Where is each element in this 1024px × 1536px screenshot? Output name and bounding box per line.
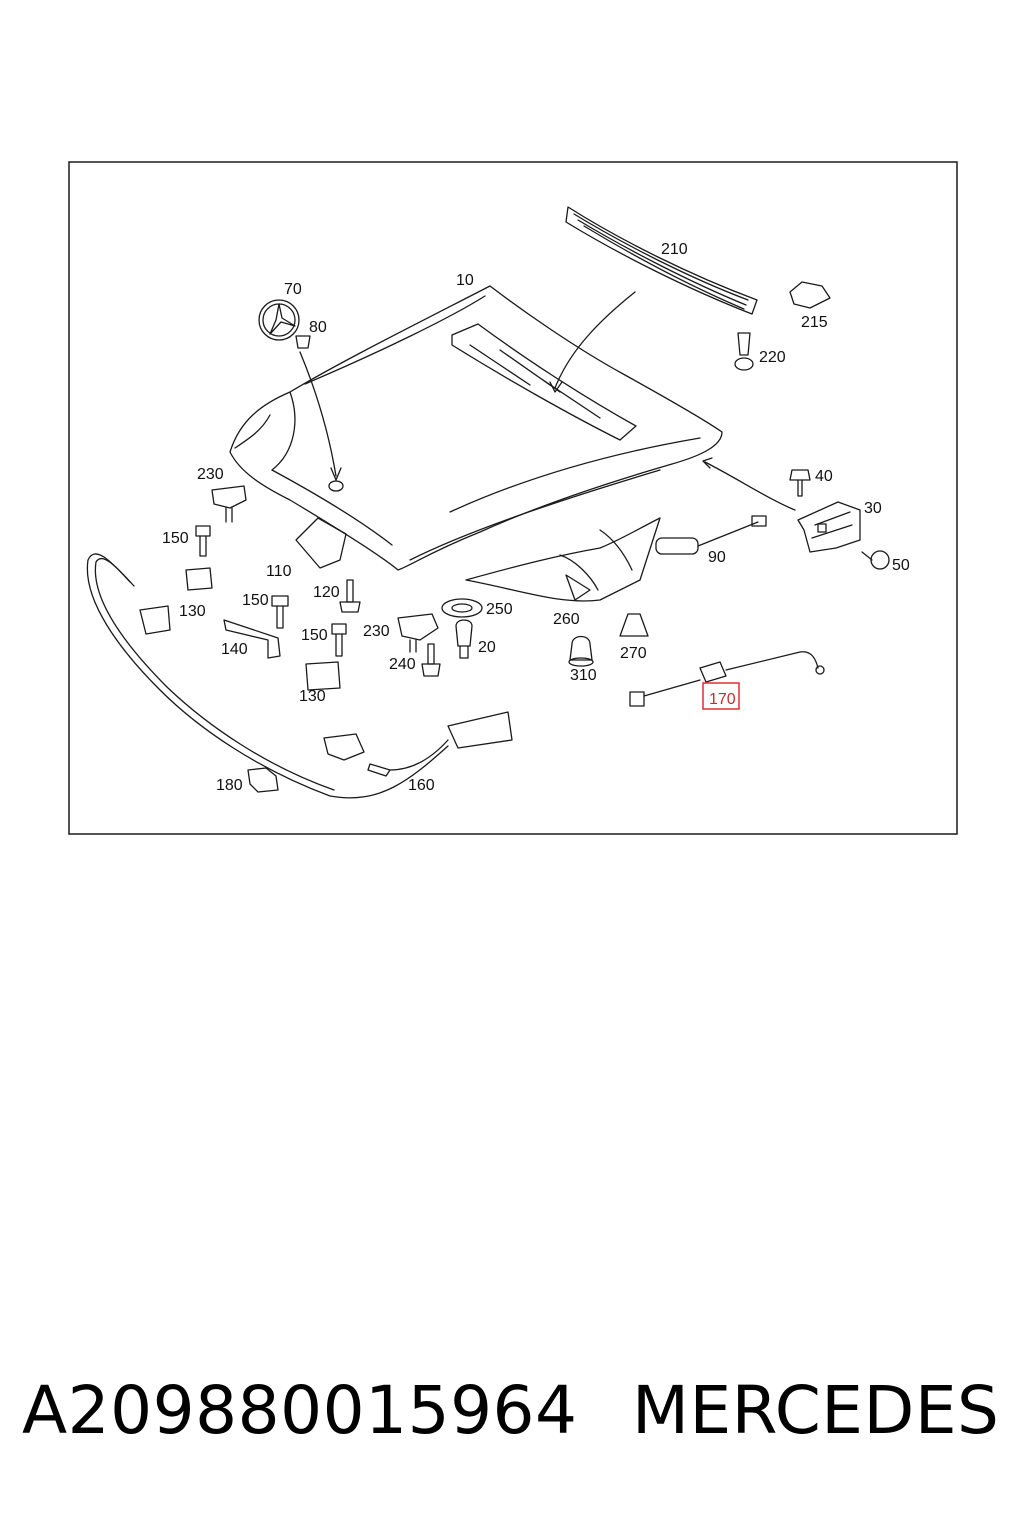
- stopper-20: [455, 619, 473, 659]
- vent-grille: [565, 206, 758, 315]
- callout-80: 80: [309, 319, 327, 336]
- callout-40: 40: [815, 468, 833, 485]
- callout-130-lower: 130: [299, 688, 326, 705]
- callout-20: 20: [478, 639, 496, 656]
- callout-210: 210: [661, 241, 688, 258]
- star-emblem: [258, 299, 300, 341]
- callout-260: 260: [553, 611, 580, 628]
- callout-120: 120: [313, 584, 340, 601]
- callout-90: 90: [708, 549, 726, 566]
- footer: A209880015964 MERCEDES: [0, 1372, 1024, 1472]
- callout-170: 170: [709, 691, 736, 708]
- callout-215: 215: [801, 314, 828, 331]
- screw-220: [734, 332, 754, 371]
- callout-140: 140: [221, 641, 248, 658]
- callout-10: 10: [456, 272, 474, 289]
- callout-130-left: 130: [179, 603, 206, 620]
- callout-220: 220: [759, 349, 786, 366]
- callout-310: 310: [570, 667, 597, 684]
- callout-150-left: 150: [162, 530, 189, 547]
- callout-230-left: 230: [197, 466, 224, 483]
- bolt-150-mid: [271, 595, 289, 629]
- diagram-border: [68, 161, 958, 835]
- nut-80: [295, 335, 311, 349]
- latch-cable-end: [139, 605, 171, 635]
- bracket-230-mid: [397, 613, 439, 653]
- bracket-110: [295, 517, 347, 569]
- callout-230-mid: 230: [363, 623, 390, 640]
- callout-240: 240: [389, 656, 416, 673]
- bolt-240: [421, 643, 441, 677]
- bolt-150-left: [195, 525, 211, 557]
- hinge: [797, 501, 861, 553]
- callout-150-mid: 150: [242, 592, 269, 609]
- clip-215: [789, 281, 831, 309]
- callout-70: 70: [284, 281, 302, 298]
- brand-name: MERCEDES: [632, 1372, 1000, 1449]
- arrow-nut: [299, 351, 337, 477]
- buffer-310: [568, 635, 594, 667]
- hood-panel: [229, 285, 723, 602]
- bolt-40: [789, 469, 811, 497]
- callout-160: 160: [408, 777, 435, 794]
- callout-30: 30: [864, 500, 882, 517]
- gas-strut: [655, 515, 767, 555]
- callout-50: 50: [892, 557, 910, 574]
- callout-250: 250: [486, 601, 513, 618]
- bolt-150-right: [331, 623, 347, 657]
- clip-180: [247, 767, 279, 793]
- arrow-hinge: [704, 461, 796, 511]
- callout-270: 270: [620, 645, 647, 662]
- callout-110: 110: [266, 563, 292, 580]
- release-cable: [86, 553, 513, 799]
- bolt-120: [339, 579, 361, 613]
- hood-grommet: [328, 480, 344, 492]
- bracket-230-left: [211, 485, 247, 523]
- latch-130-left: [185, 567, 213, 591]
- release-rod: [629, 651, 825, 707]
- clip-270: [619, 613, 649, 637]
- cable-handle-bracket: [323, 733, 365, 761]
- latch-130-lower: [305, 661, 341, 691]
- bolt-50: [861, 550, 890, 570]
- grommet-250: [441, 598, 483, 618]
- part-number: A209880015964: [22, 1372, 578, 1449]
- highlight-box-170: [702, 682, 740, 710]
- callout-150-right: 150: [301, 627, 328, 644]
- arrow-grille: [554, 291, 636, 389]
- support-140: [223, 619, 281, 659]
- callout-180: 180: [216, 777, 243, 794]
